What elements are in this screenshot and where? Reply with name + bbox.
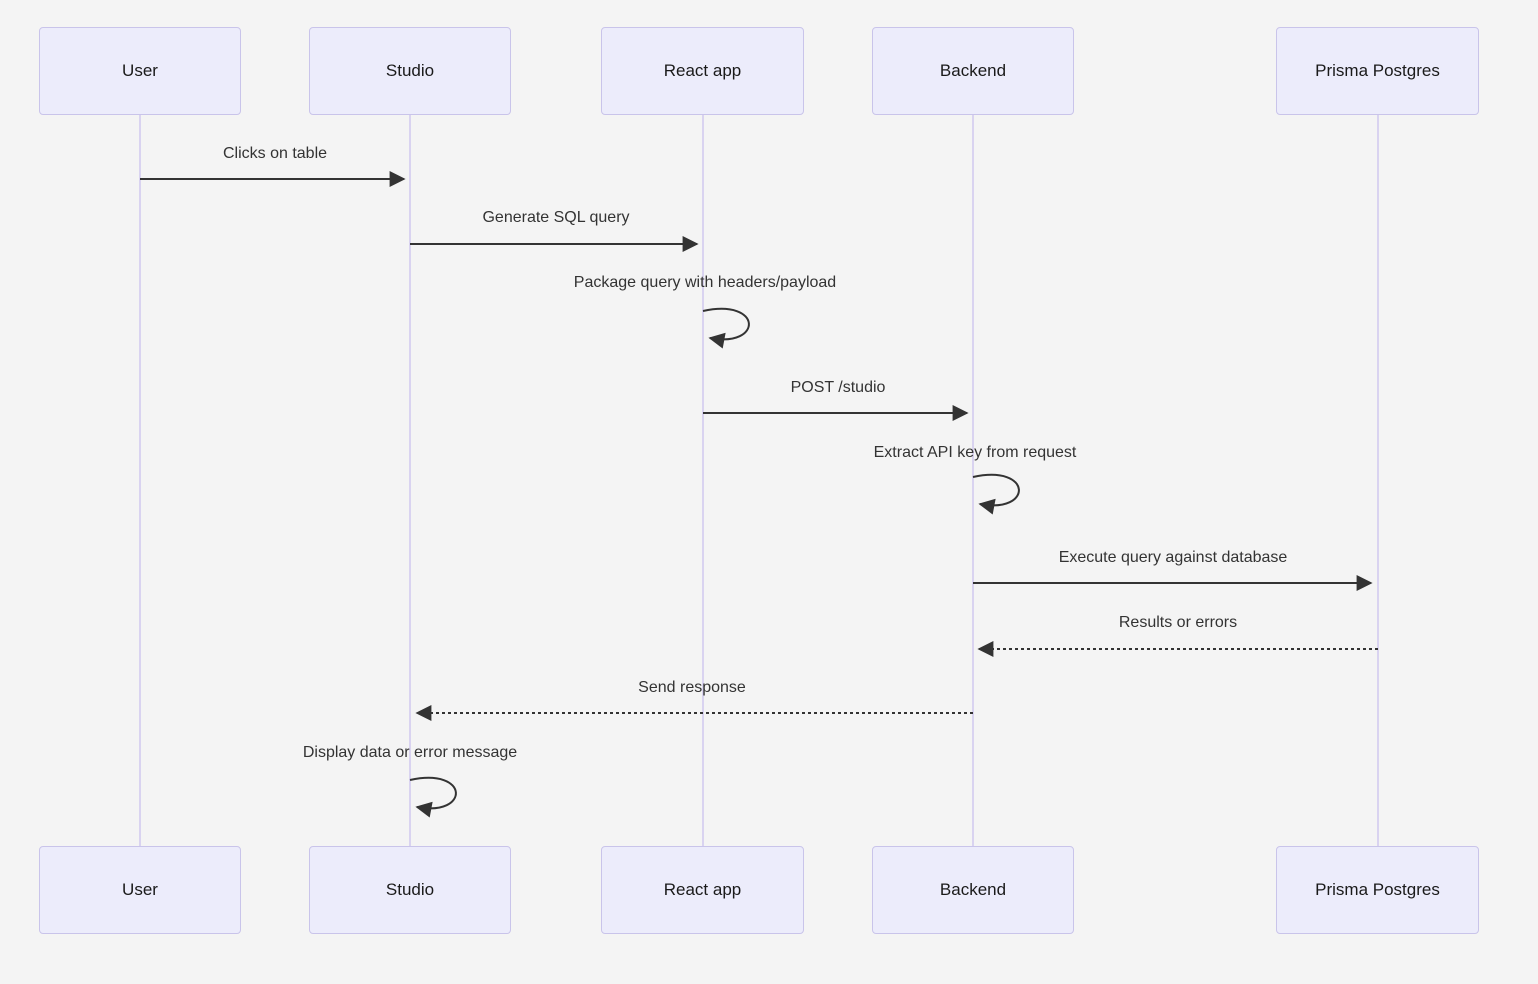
actor-label: Backend	[939, 61, 1007, 80]
lifeline-react-app	[702, 115, 704, 846]
actor-top-user: User	[39, 27, 241, 115]
message-label-generate-sql-query: Generate SQL query	[482, 209, 630, 226]
actor-bottom-user: User	[39, 846, 241, 934]
actor-label: Prisma Postgres	[1315, 61, 1440, 80]
actor-top-studio: Studio	[309, 27, 511, 115]
message-label-send-response: Send response	[638, 679, 746, 696]
actor-label: User	[122, 61, 158, 80]
message-label-extract-api-key: Extract API key from request	[873, 444, 1077, 461]
lifeline-prisma-postgres	[1377, 115, 1379, 846]
actor-label: React app	[663, 61, 742, 80]
message-label-package-query: Package query with headers/payload	[573, 274, 837, 291]
self-loop-package-query	[702, 308, 750, 349]
actor-label: User	[122, 880, 158, 899]
lifeline-studio	[409, 115, 411, 846]
actor-label: Studio	[385, 880, 435, 899]
actor-bottom-prisma-postgres: Prisma Postgres	[1276, 846, 1479, 934]
self-loop-display-data	[409, 777, 457, 818]
actor-bottom-studio: Studio	[309, 846, 511, 934]
message-label-display-data: Display data or error message	[302, 744, 518, 761]
actor-top-prisma-postgres: Prisma Postgres	[1276, 27, 1479, 115]
actor-label: Prisma Postgres	[1315, 880, 1440, 899]
self-loop-extract-api-key	[972, 474, 1020, 515]
message-label-results-or-errors: Results or errors	[1118, 614, 1238, 631]
lifeline-user	[139, 115, 141, 846]
actor-bottom-backend: Backend	[872, 846, 1074, 934]
message-label-post-studio: POST /studio	[790, 379, 886, 396]
actor-label: Studio	[385, 61, 435, 80]
actor-label: React app	[663, 880, 742, 899]
message-label-clicks-on-table: Clicks on table	[222, 145, 328, 162]
actor-label: Backend	[939, 880, 1007, 899]
message-label-execute-query: Execute query against database	[1058, 549, 1288, 566]
actor-bottom-react-app: React app	[601, 846, 804, 934]
actor-top-backend: Backend	[872, 27, 1074, 115]
actor-top-react-app: React app	[601, 27, 804, 115]
lifeline-backend	[972, 115, 974, 846]
